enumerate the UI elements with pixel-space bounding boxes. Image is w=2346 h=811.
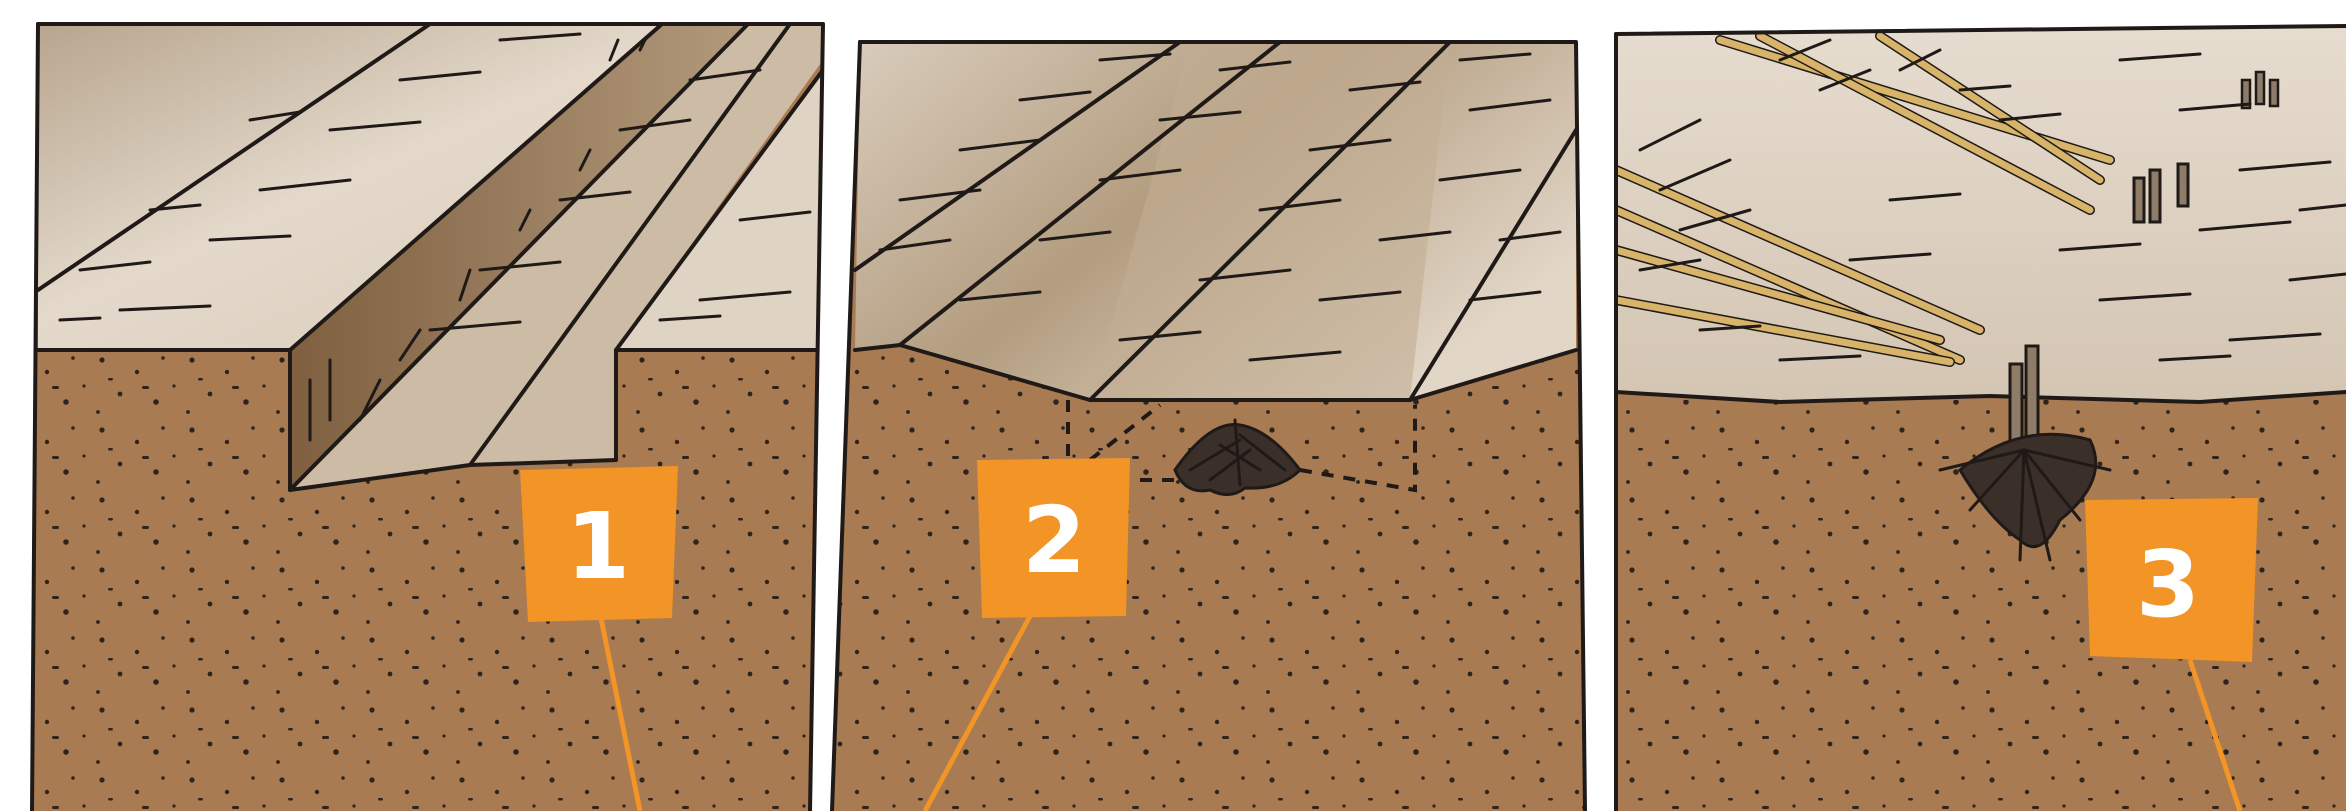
step-number-3: 3 [2136,531,2200,638]
panel-3-plant-in-place [1600,0,2346,811]
step-number-1: 1 [566,493,630,600]
step-number-2: 2 [1022,487,1086,594]
panel-1-trench [0,0,840,811]
panel-2-sod-flipped [820,0,1600,811]
